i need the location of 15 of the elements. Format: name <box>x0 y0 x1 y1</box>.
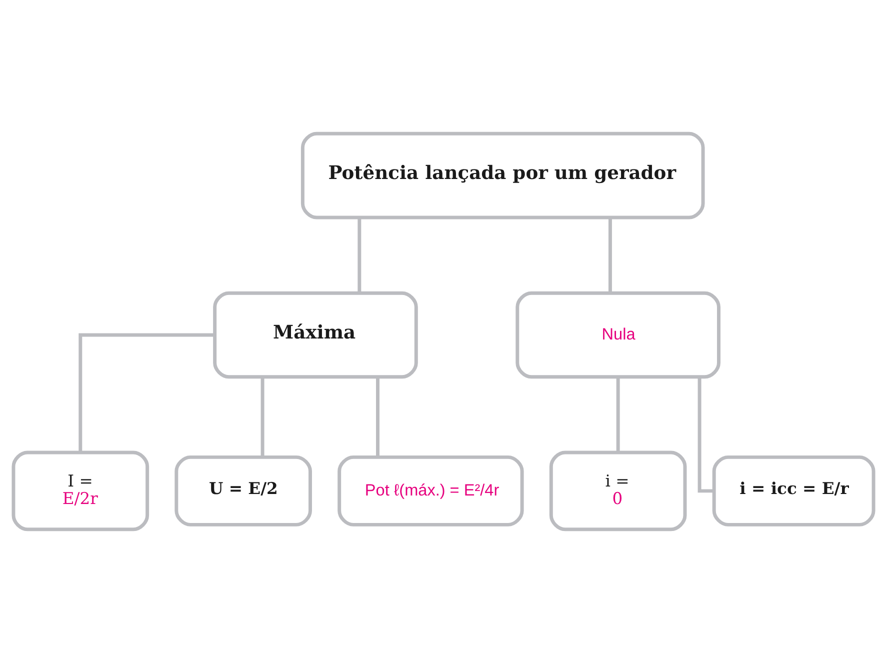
node-box: Máxima <box>213 290 418 378</box>
connector <box>260 376 264 457</box>
connector <box>608 217 612 293</box>
node-box: i = 0 <box>549 450 687 531</box>
connector <box>376 376 380 457</box>
node-box: Pot ℓ(máx.) = E²/4r <box>338 454 524 526</box>
node-box: Potência lançada por um gerador <box>300 131 705 219</box>
node-box: U = E/2 <box>174 454 312 526</box>
connector <box>78 332 215 452</box>
node-box: i = icc = E/r <box>712 454 876 526</box>
connector <box>616 376 620 452</box>
connector <box>358 217 362 293</box>
connector <box>698 376 714 492</box>
node-box: I = E/2r <box>12 450 150 531</box>
node-box: Nula <box>516 290 720 378</box>
